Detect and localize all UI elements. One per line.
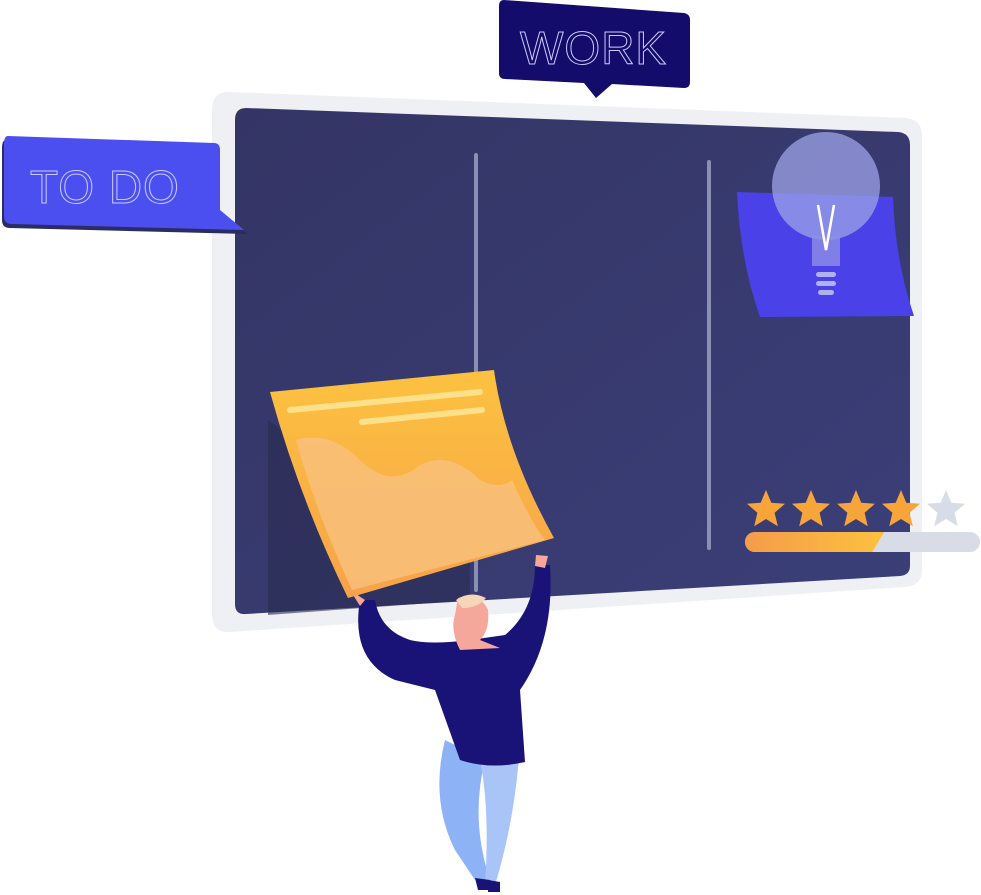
star-filled-icon — [792, 490, 830, 527]
todo-bubble: TO DO — [2, 136, 248, 234]
lightbulb-icon — [772, 132, 880, 295]
work-bubble: WORK — [499, 0, 690, 98]
person — [350, 555, 551, 892]
star-empty-icon — [927, 490, 965, 527]
progress-bar — [745, 532, 980, 552]
star-filled-icon — [747, 490, 785, 527]
progress-fill — [745, 532, 885, 552]
head — [453, 596, 500, 650]
work-label: WORK — [520, 22, 667, 74]
star-filled-icon — [882, 490, 920, 527]
shirt — [358, 565, 551, 766]
star-filled-icon — [837, 490, 875, 527]
sticky-note — [270, 370, 554, 598]
todo-label: TO DO — [30, 161, 180, 213]
rating — [747, 490, 965, 527]
idea-note — [737, 132, 914, 317]
